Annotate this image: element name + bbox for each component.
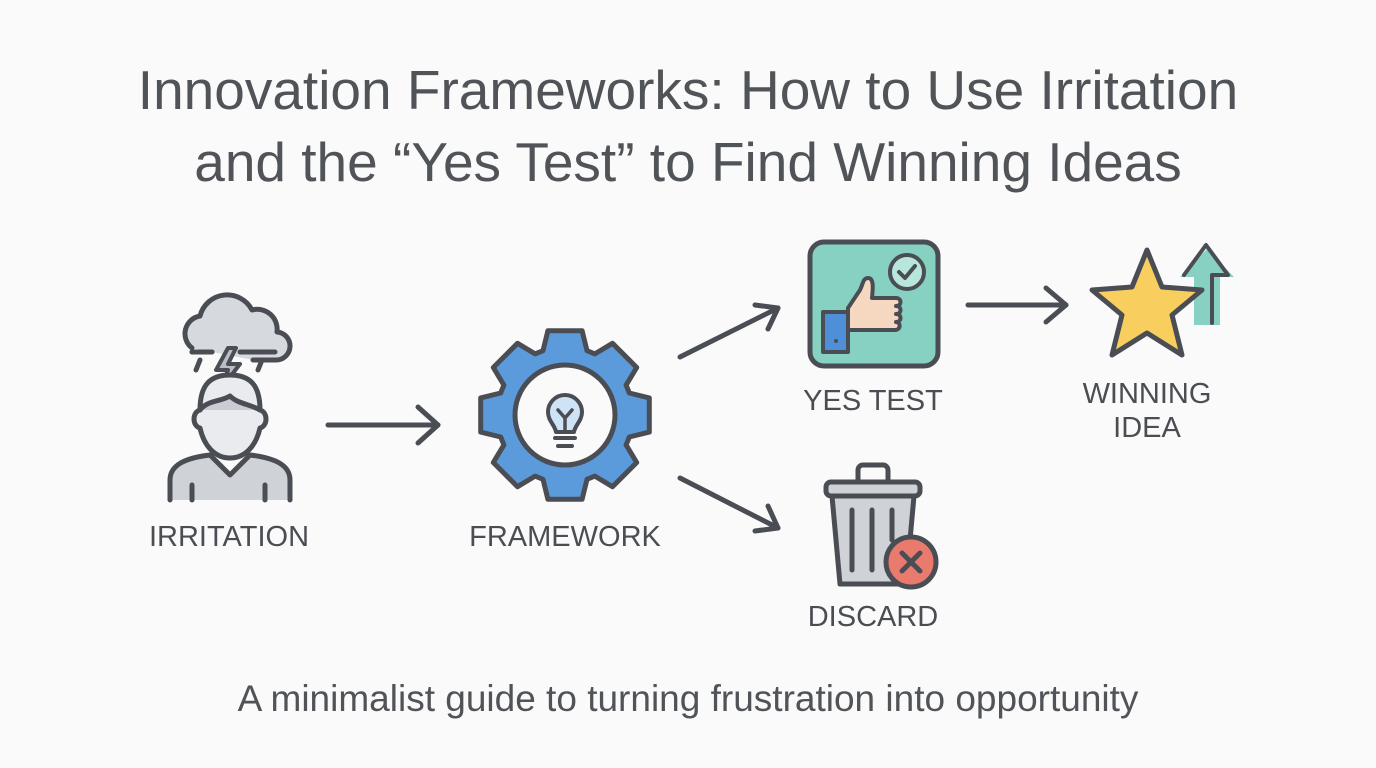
framework-label: FRAMEWORK: [469, 521, 661, 553]
gear-lightbulb-icon: [478, 328, 652, 502]
arrow-framework-to-discard: [677, 475, 781, 534]
star-up-arrow-icon: [1089, 243, 1234, 358]
arrow-irritation-to-framework: [325, 404, 441, 446]
yes-test-label: YES TEST: [803, 385, 943, 417]
winning-idea-label-line-2: IDEA: [1113, 412, 1181, 444]
page-title-line-1: Innovation Frameworks: How to Use Irrita…: [137, 59, 1239, 121]
arrow-yes-test-to-winning-idea: [965, 285, 1069, 325]
thumbs-up-check-icon: [807, 239, 941, 369]
discard-label: DISCARD: [807, 601, 939, 633]
frustrated-person-icon: [167, 292, 293, 503]
irritation-label: IRRITATION: [148, 521, 310, 553]
winning-idea-label-line-1: WINNING: [1082, 378, 1212, 410]
page-title-line-2: and the “Yes Test” to Find Winning Ideas: [194, 131, 1182, 193]
arrow-framework-to-yes-test: [677, 302, 781, 360]
subtitle: A minimalist guide to turning frustratio…: [237, 678, 1139, 719]
trash-can-discard-icon: [823, 462, 939, 590]
